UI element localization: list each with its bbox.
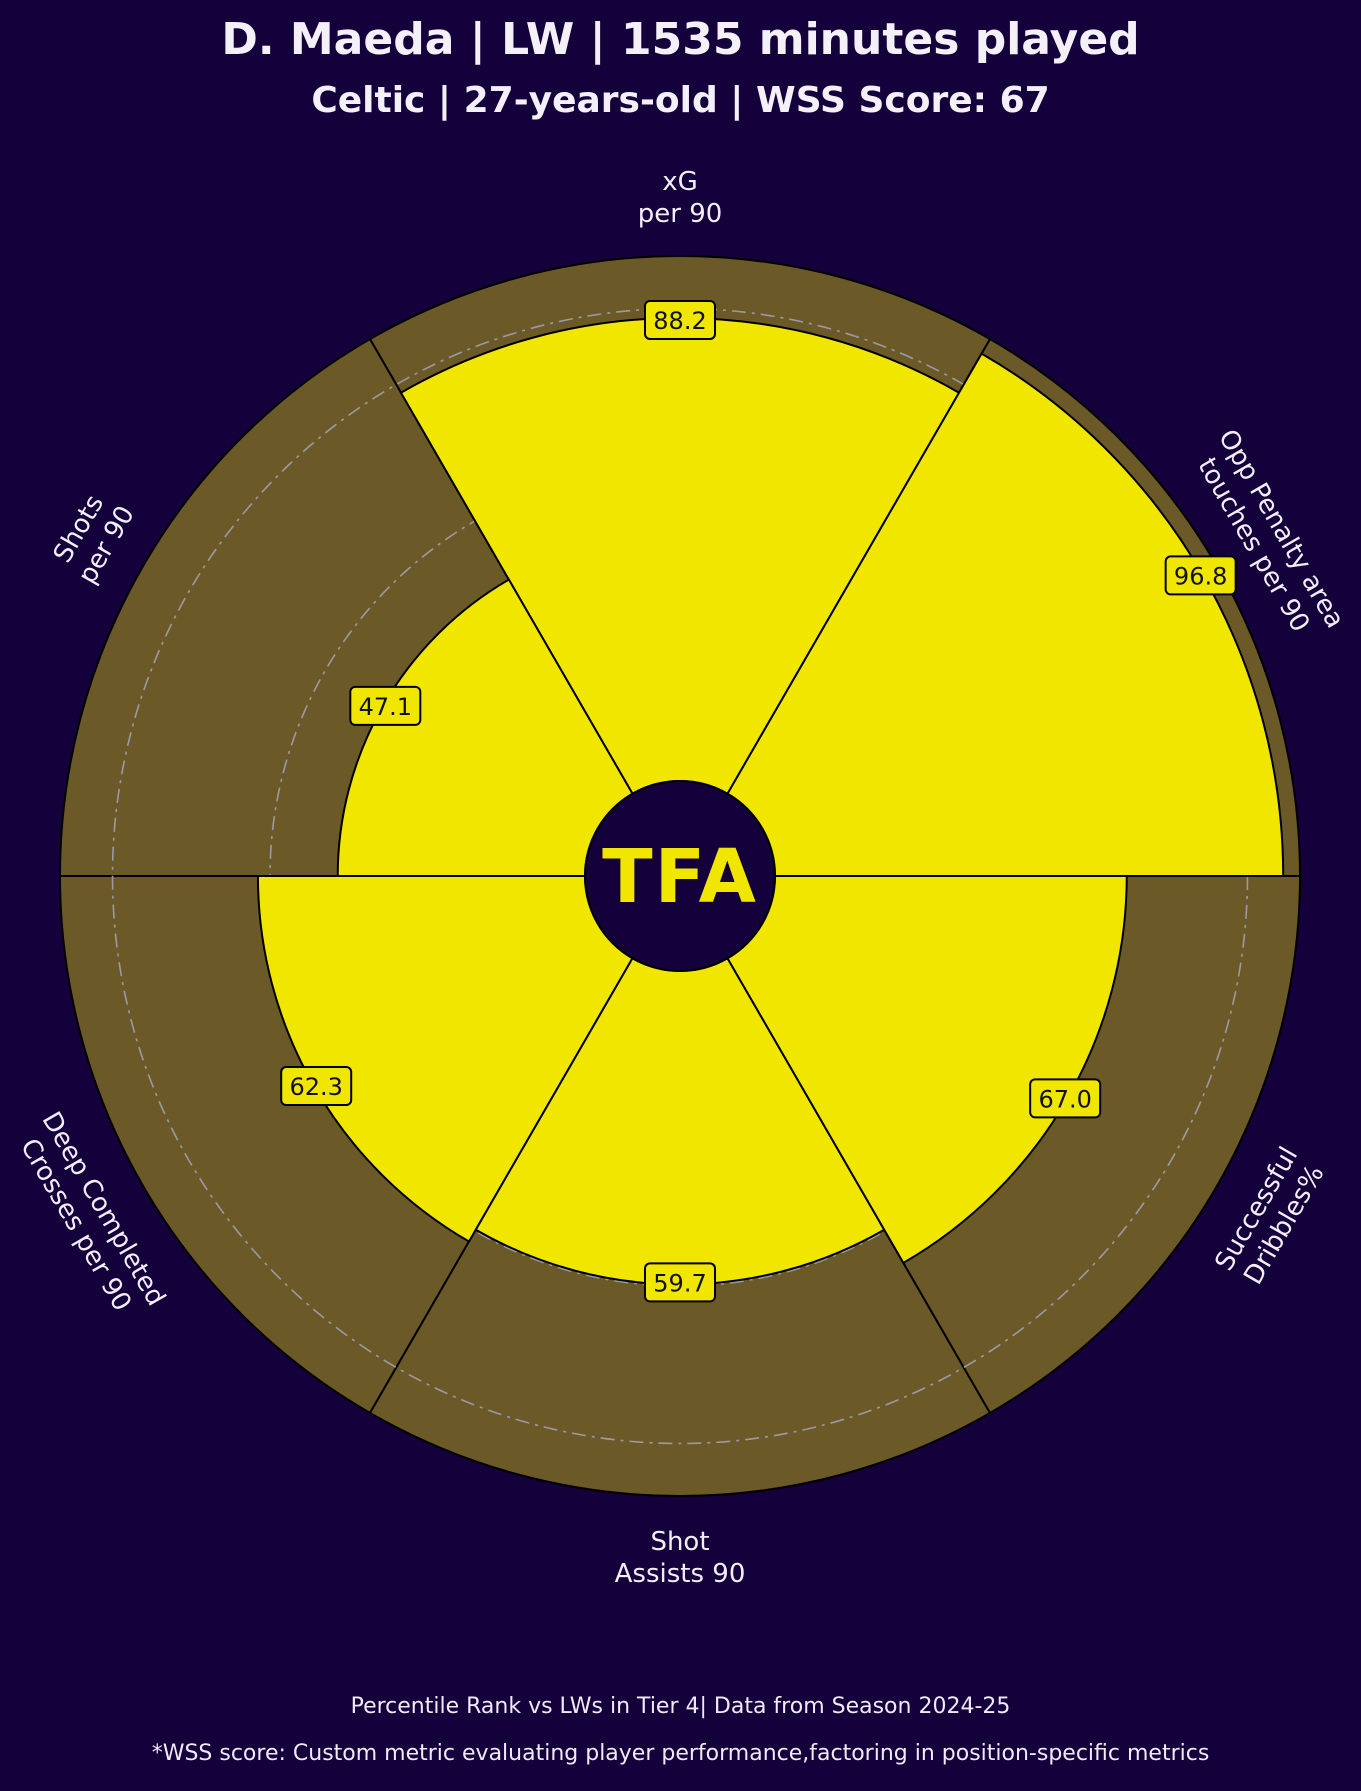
value-label-text: 59.7 xyxy=(653,1269,706,1297)
category-label: Shotsper 90 xyxy=(45,485,141,589)
slice-layer xyxy=(256,316,1285,1286)
logo-circle xyxy=(584,780,776,972)
value-label: 67.0 xyxy=(1029,1078,1102,1119)
category-label-line: per 90 xyxy=(638,199,723,229)
value-label: 59.7 xyxy=(644,1262,716,1303)
category-label-line: xG xyxy=(662,167,698,197)
chart-title: D. Maeda | LW | 1535 minutes played xyxy=(221,14,1140,65)
category-label-text: Shotsper 90 xyxy=(45,485,141,589)
value-label-box xyxy=(644,1262,716,1303)
value-label: 47.1 xyxy=(349,685,422,726)
value-label-box xyxy=(280,1066,353,1107)
footnote-data-source: Percentile Rank vs LWs in Tier 4| Data f… xyxy=(350,1694,1011,1719)
value-label-text: 62.3 xyxy=(289,1073,342,1101)
value-label-text: 67.0 xyxy=(1038,1085,1091,1113)
value-label: 88.2 xyxy=(644,299,716,340)
value-label: 62.3 xyxy=(280,1066,353,1107)
chart-subtitle: Celtic | 27-years-old | WSS Score: 67 xyxy=(311,80,1050,121)
value-label-box xyxy=(1029,1078,1102,1119)
value-label-layer: 88.2 47.1 62.3 59.7 67.0 96.8 xyxy=(280,299,1237,1303)
value-label-box xyxy=(1164,555,1237,596)
category-label-line: Shot xyxy=(650,1527,709,1557)
value-label-box xyxy=(349,685,422,726)
value-label-text: 96.8 xyxy=(1174,562,1227,590)
value-label-text: 88.2 xyxy=(653,307,706,335)
logo-text: TFA xyxy=(602,834,758,920)
category-label-line: Assists 90 xyxy=(615,1559,746,1589)
footnote-wss-definition: *WSS score: Custom metric evaluating pla… xyxy=(151,1741,1210,1766)
center-logo: TFA xyxy=(584,780,776,972)
value-label-box xyxy=(644,299,716,340)
value-label: 96.8 xyxy=(1164,555,1237,596)
value-label-text: 47.1 xyxy=(359,693,412,721)
